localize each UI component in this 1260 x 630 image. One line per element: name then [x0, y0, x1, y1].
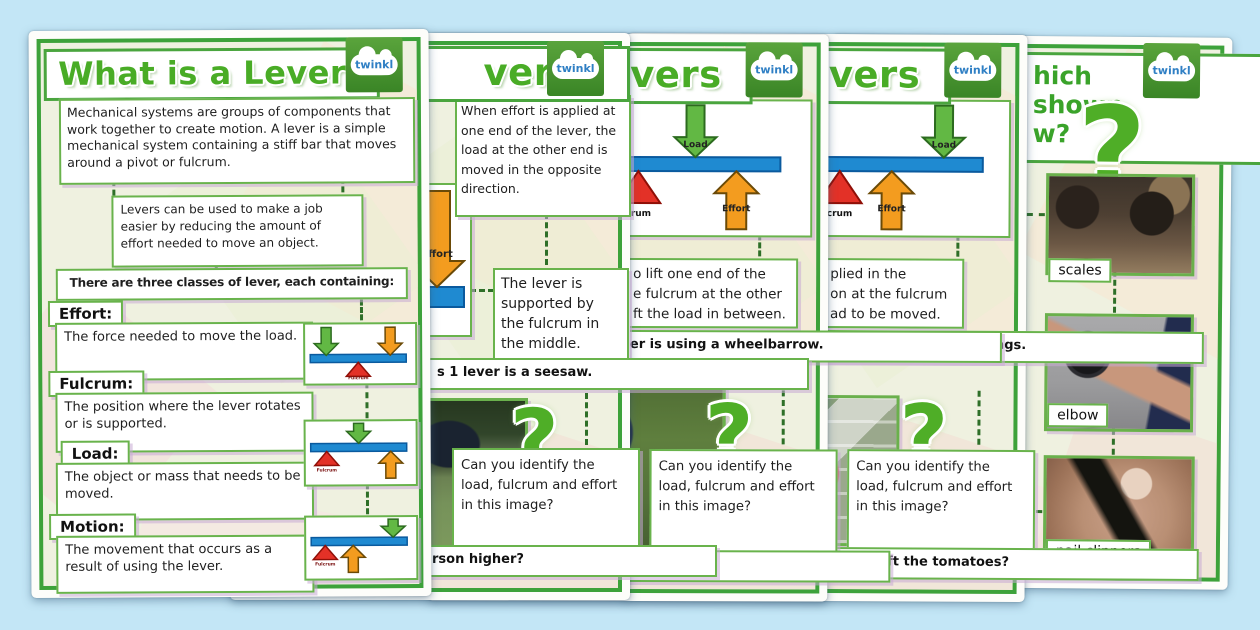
support-note-box: The lever is supported by the fulcrum in…	[493, 268, 629, 372]
dashed-connector	[545, 213, 548, 265]
load-arrow-down	[312, 326, 340, 357]
effort-arrow-up	[339, 544, 368, 574]
fulcrum-triangle	[815, 169, 864, 205]
twinkl-logo: twinkl	[547, 41, 604, 96]
lever-diagram-svg: Fulcrum	[309, 422, 408, 479]
dashed-connector	[781, 390, 785, 445]
fulcrum-triangle	[311, 544, 339, 561]
fulcrum-label: crum	[625, 209, 651, 219]
lever-diagram-svg: Fulcrum	[309, 326, 408, 381]
dashed-connector	[365, 483, 370, 515]
title-text: vers	[630, 53, 722, 97]
load-label: Load	[932, 141, 956, 151]
lever-diagram-svg: Fulcrum	[310, 518, 408, 574]
uses-box: Levers can be used to make a job easier …	[111, 194, 364, 268]
lever-bar	[310, 536, 408, 547]
twinkl-logo-text: twinkl	[1152, 64, 1191, 78]
load-label: Load	[683, 140, 707, 150]
fulcrum-label: Fulcrum	[315, 561, 336, 567]
description-fragment: ft the load in between.	[632, 306, 786, 323]
fulcrum-label: Fulcrum	[348, 375, 369, 379]
class-1-lever-thumbnail: Fulcrum	[303, 322, 418, 386]
description-fragment: on at the fulcrum	[830, 286, 948, 303]
fulcrum-label: Fulcrum	[317, 467, 338, 473]
photo-label-scales: scales	[1048, 258, 1112, 283]
twinkl-logo: twinkl	[345, 37, 403, 93]
description-fragment: plied in the	[830, 266, 907, 283]
poster-what-is-a-lever: What is a Lever? twinkl Mechanical syste…	[28, 28, 432, 599]
twinkl-cloud-icon: twinkl	[750, 59, 798, 81]
poster-title: What is a Lever?	[43, 47, 380, 101]
twinkl-cloud-icon: twinkl	[949, 59, 997, 81]
twinkl-logo-text: twinkl	[755, 63, 794, 77]
fulcrum-triangle	[313, 450, 341, 467]
effort-arrow-up	[376, 450, 405, 479]
class-2-lever-thumbnail: Fulcrum	[303, 419, 418, 487]
effort-arrow-down	[376, 326, 404, 357]
description-fragment: e fulcrum at the other	[633, 286, 782, 303]
term-definition-load: The object or mass that needs to be move…	[55, 461, 315, 521]
description-box: When effort is applied at one end of the…	[455, 95, 631, 217]
twinkl-logo-text: twinkl	[556, 62, 595, 75]
dashed-connector	[585, 393, 588, 445]
identify-question-box: Can you identify the load, fulcrum and e…	[649, 449, 838, 554]
dashed-connector	[365, 382, 369, 419]
load-arrow-down	[920, 104, 968, 159]
fulcrum-triangle	[344, 361, 372, 378]
photo-label-elbow: elbow	[1046, 403, 1109, 428]
effort-arrow-up	[867, 169, 917, 231]
dashed-connector	[977, 390, 981, 445]
description-fragment: o lift one end of the	[633, 266, 766, 283]
effort-label: Effort	[722, 204, 751, 214]
dashed-connector	[470, 289, 494, 292]
effort-arrow-up	[711, 169, 761, 231]
description-fragment: ad to be moved.	[829, 306, 941, 323]
dashed-connector	[1112, 270, 1117, 313]
load-arrow-down	[379, 518, 408, 539]
twinkl-cloud-icon: twinkl	[350, 54, 398, 76]
identify-question-box: Can you identify the load, fulcrum and e…	[452, 448, 640, 552]
twinkl-logo-text: twinkl	[355, 58, 394, 72]
load-arrow-down	[671, 104, 719, 159]
effort-label: Effort	[421, 249, 453, 260]
fulcrum-label: crum	[827, 209, 853, 219]
twinkl-logo-text: twinkl	[953, 63, 992, 77]
class-3-lever-thumbnail: Fulcrum	[304, 515, 419, 581]
intro-box: Mechanical systems are groups of compone…	[58, 97, 416, 185]
twinkl-logo: twinkl	[745, 42, 803, 98]
identify-question-box: Can you identify the load, fulcrum and e…	[846, 449, 1036, 555]
twinkl-logo: twinkl	[1142, 42, 1201, 99]
dashed-connector	[1111, 428, 1115, 455]
dashed-connector	[1026, 212, 1045, 217]
twinkl-cloud-icon: twinkl	[552, 50, 599, 79]
load-arrow-down	[344, 422, 373, 445]
dashed-connector	[956, 234, 960, 257]
title-text: What is a Lever?	[58, 53, 366, 93]
twinkl-logo: twinkl	[944, 42, 1002, 98]
title-text: vers	[828, 53, 921, 97]
classes-heading: There are three classes of lever, each c…	[55, 267, 408, 301]
dashed-connector	[758, 234, 762, 257]
term-definition-motion: The movement that occurs as a result of …	[56, 534, 315, 594]
effort-label: Effort	[877, 204, 906, 214]
title-line: w?	[1032, 119, 1071, 149]
twinkl-cloud-icon: twinkl	[1148, 60, 1196, 82]
